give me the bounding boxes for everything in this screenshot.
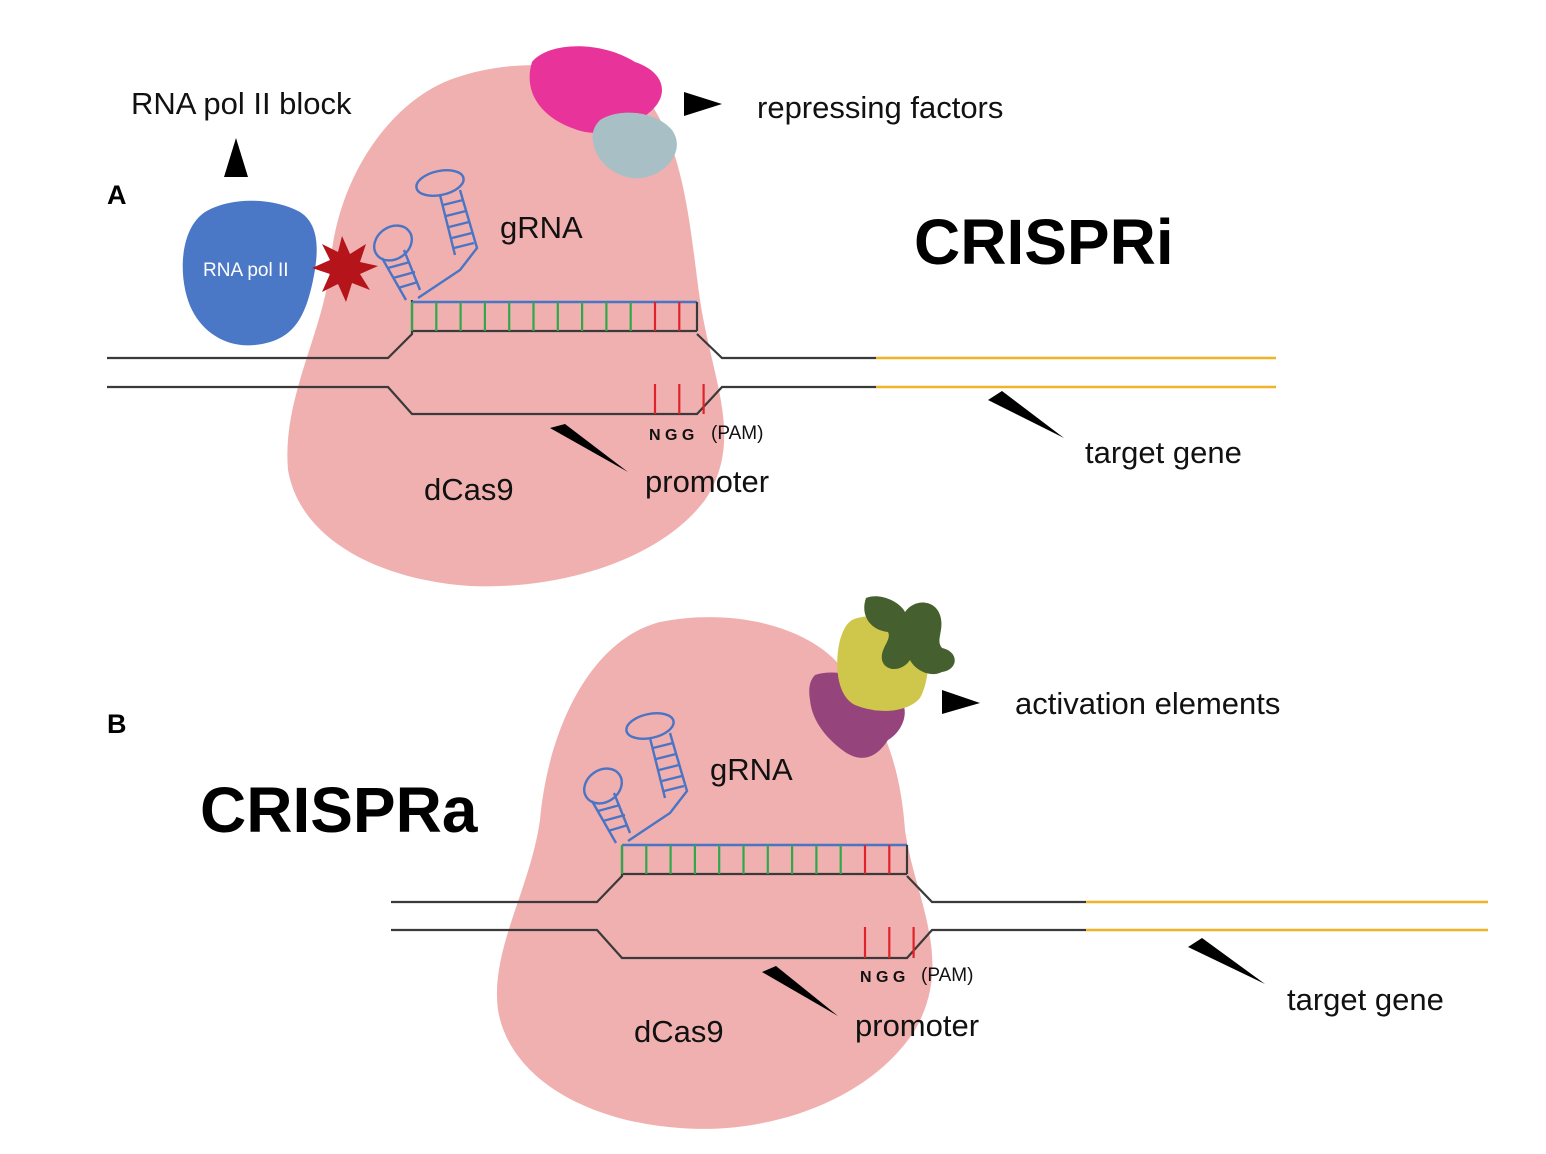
promoter-label-b: promoter bbox=[855, 1008, 979, 1043]
right-arrowhead-icon bbox=[684, 92, 722, 116]
dcas9-label-a: dCas9 bbox=[424, 472, 514, 507]
pam-label-b: (PAM) bbox=[921, 965, 973, 986]
grna-hairpins-a bbox=[373, 169, 479, 301]
dcas9-label-b: dCas9 bbox=[634, 1014, 724, 1049]
crispra-title: CRISPRa bbox=[200, 774, 478, 846]
panel-a-label: A bbox=[107, 180, 127, 210]
pam-label-a: (PAM) bbox=[711, 423, 763, 444]
ngg-label-b: N G G bbox=[860, 969, 905, 986]
target-gene-label-a: target gene bbox=[1085, 435, 1242, 470]
block-star-icon bbox=[312, 236, 378, 302]
promoter-pointer-icon bbox=[550, 424, 628, 472]
grna-label-b: gRNA bbox=[710, 752, 793, 787]
target-gene-pointer-icon bbox=[988, 391, 1064, 438]
activation-elements-label: activation elements bbox=[1015, 686, 1280, 721]
up-arrowhead-icon bbox=[224, 138, 248, 177]
dna-bottom-strand-b bbox=[391, 928, 1086, 960]
target-gene-pointer-icon-b bbox=[1188, 938, 1265, 984]
right-arrowhead-icon-b bbox=[942, 690, 980, 714]
grna-label-a: gRNA bbox=[500, 210, 583, 245]
target-gene-label-b: target gene bbox=[1287, 982, 1444, 1017]
grna-hairpins-b bbox=[583, 712, 689, 844]
activator-green-shape bbox=[864, 596, 955, 675]
base-pairs-a bbox=[410, 300, 705, 414]
panel-b-label: B bbox=[107, 709, 127, 739]
panel-b: B gRNA CRISPRa bbox=[107, 596, 1488, 1129]
crispri-title: CRISPRi bbox=[914, 206, 1174, 278]
rna-pol-ii-label: RNA pol II bbox=[203, 260, 289, 281]
promoter-label-a: promoter bbox=[645, 464, 769, 499]
repressor-grey-shape bbox=[592, 112, 677, 179]
promoter-pointer-icon-b bbox=[762, 966, 838, 1016]
rna-pol-block-label: RNA pol II block bbox=[131, 86, 352, 121]
repressing-factors-label: repressing factors bbox=[757, 90, 1003, 125]
panel-a: A RNA pol II bbox=[107, 46, 1276, 587]
rna-pol-ii-shape bbox=[182, 200, 317, 346]
ngg-label-a: N G G bbox=[649, 427, 694, 444]
dna-bottom-strand-a bbox=[107, 385, 876, 416]
base-pairs-b bbox=[620, 843, 915, 958]
dcas9-blob-a bbox=[287, 65, 725, 587]
repressor-magenta-shape bbox=[529, 46, 662, 133]
